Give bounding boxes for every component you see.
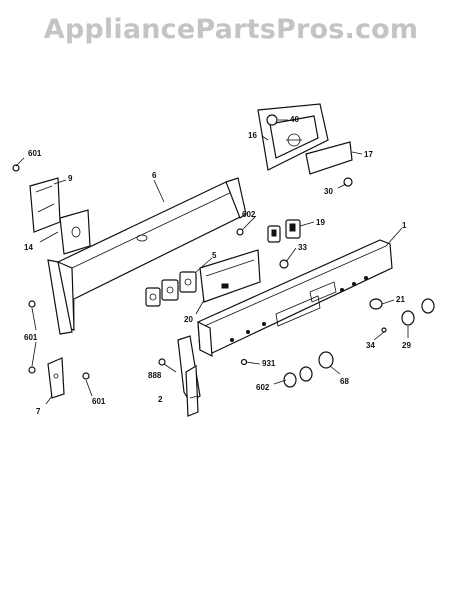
screw-34 [381,327,387,333]
part-7-bracket [47,357,65,399]
screw-601-bottom [82,372,90,380]
part-17-lens [305,141,353,175]
screw-601-left-lower [28,366,36,374]
callout-16: 16 [248,131,257,140]
part-20-bracket [199,249,261,303]
callout-601-left: 601 [24,333,38,342]
callout-17: 17 [364,150,373,159]
part-9-bracket [29,177,61,233]
part-2-end-cap [177,335,201,417]
part-29-knob-b [421,298,435,314]
callout-29: 29 [402,341,411,350]
part-68-knob [318,351,334,369]
part-6-backguard [47,177,247,335]
callout-40: 40 [290,115,299,124]
screw-601-top [12,164,20,172]
part-14-bracket [59,209,91,255]
leader-lines [15,119,409,405]
callout-601-top: 601 [28,149,42,158]
callout-19: 19 [316,218,325,227]
screw-931 [240,358,248,366]
callout-21: 21 [396,295,405,304]
callout-9: 9 [68,174,73,183]
callout-14: 14 [24,243,33,252]
callout-602-lower: 602 [256,383,270,392]
callout-20: 20 [184,315,193,324]
screw-602-upper [236,228,244,236]
callout-7: 7 [36,407,41,416]
part-602-knob-b [299,366,313,382]
callout-602-upper: 602 [242,210,256,219]
callout-34: 34 [366,341,375,350]
part-19-switches [267,219,301,243]
part-29-knob-a [401,310,415,326]
screw-601-left-upper [28,300,36,308]
part-602-knob-a [283,372,297,388]
callout-5: 5 [212,251,217,260]
callout-1: 1 [402,221,407,230]
part-40-knob [266,114,278,126]
screw-888 [158,358,166,366]
callout-601-bottom: 601 [92,397,106,406]
callout-931: 931 [262,359,276,368]
callout-888: 888 [148,371,162,380]
callout-33: 33 [298,243,307,252]
callout-labels: 601 9 6 14 16 40 17 30 19 33 602 1 5 20 … [24,115,411,416]
part-1-control-panel [197,239,393,358]
callout-2: 2 [158,395,163,404]
part-21-knob [369,298,383,310]
callout-6: 6 [152,171,157,180]
part-5-switches [145,271,197,307]
callout-30: 30 [324,187,333,196]
callout-68: 68 [340,377,349,386]
watermark: AppliancePartsPros.com [43,14,419,45]
